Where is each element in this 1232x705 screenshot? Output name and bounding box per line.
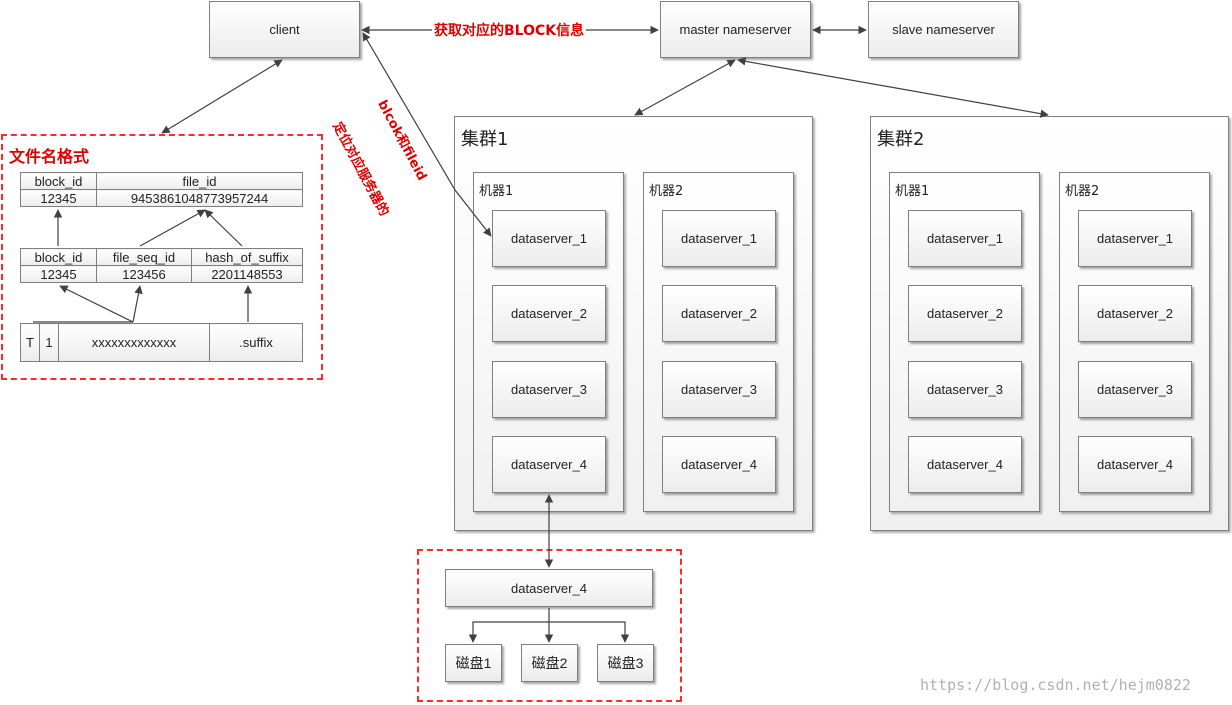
- c1m2-dataserver-4[interactable]: dataserver_4: [662, 436, 776, 493]
- value-block-id: 12345: [20, 189, 97, 207]
- filename-char-t: T: [20, 323, 40, 362]
- filename-body: xxxxxxxxxxxxx: [58, 323, 210, 362]
- c1m1-dataserver-4[interactable]: dataserver_4: [492, 436, 606, 493]
- header-block-id-2: block_id: [20, 248, 97, 266]
- value-hash-of-suffix: 2201148553: [191, 265, 303, 283]
- file-seq-table: block_id file_seq_id hash_of_suffix 1234…: [20, 248, 303, 283]
- client-dataserver-arrow: [362, 32, 492, 237]
- c2m1-dataserver-4[interactable]: dataserver_4: [908, 436, 1022, 493]
- cluster2-machine2-title: 机器2: [1065, 184, 1100, 199]
- filename-format-title: 文件名格式: [9, 147, 90, 166]
- slave-nameserver-node[interactable]: slave nameserver: [868, 1, 1019, 58]
- c2m2-dataserver-4[interactable]: dataserver_4: [1078, 436, 1192, 493]
- c1m1-dataserver-3[interactable]: dataserver_3: [492, 361, 606, 418]
- disk-2[interactable]: 磁盘2: [521, 644, 578, 682]
- value-file-id: 9453861048773957244: [96, 189, 303, 207]
- master-nameserver-node[interactable]: master nameserver: [660, 1, 811, 58]
- disk-1[interactable]: 磁盘1: [445, 644, 502, 682]
- filename-format-region: [1, 134, 323, 380]
- c2m1-dataserver-1[interactable]: dataserver_1: [908, 210, 1022, 267]
- slave-nameserver-label: slave nameserver: [892, 22, 995, 37]
- watermark: https://blog.csdn.net/hejm0822: [920, 676, 1191, 694]
- get-block-info-label: 获取对应的BLOCK信息: [432, 20, 587, 40]
- detail-dataserver-4[interactable]: dataserver_4: [445, 569, 653, 607]
- header-block-id: block_id: [20, 172, 97, 190]
- c2m2-dataserver-1[interactable]: dataserver_1: [1078, 210, 1192, 267]
- c1m2-dataserver-2[interactable]: dataserver_2: [662, 285, 776, 342]
- filename-string-table: T 1 xxxxxxxxxxxxx .suffix: [20, 323, 303, 362]
- c2m1-dataserver-2[interactable]: dataserver_2: [908, 285, 1022, 342]
- c1m1-dataserver-2[interactable]: dataserver_2: [492, 285, 606, 342]
- c1m2-dataserver-3[interactable]: dataserver_3: [662, 361, 776, 418]
- cluster2-title: 集群2: [877, 129, 925, 150]
- file-id-table: block_id file_id 12345 94538610487739572…: [20, 172, 303, 207]
- c2m2-dataserver-2[interactable]: dataserver_2: [1078, 285, 1192, 342]
- c2m2-dataserver-3[interactable]: dataserver_3: [1078, 361, 1192, 418]
- header-file-seq-id: file_seq_id: [96, 248, 192, 266]
- header-hash-of-suffix: hash_of_suffix: [191, 248, 303, 266]
- client-format-arrow: [161, 59, 283, 134]
- master-cluster1-arrow: [634, 59, 736, 116]
- cluster1-machine2-title: 机器2: [649, 184, 684, 199]
- client-node[interactable]: client: [209, 1, 360, 58]
- filename-char-1: 1: [39, 323, 59, 362]
- master-cluster2-arrow: [737, 57, 1049, 118]
- cluster2-machine1-title: 机器1: [895, 184, 930, 199]
- master-nameserver-label: master nameserver: [679, 22, 792, 37]
- c1m2-dataserver-1[interactable]: dataserver_1: [662, 210, 776, 267]
- disk-3[interactable]: 磁盘3: [597, 644, 654, 682]
- filename-suffix: .suffix: [209, 323, 303, 362]
- c1m1-dataserver-1[interactable]: dataserver_1: [492, 210, 606, 267]
- client-label: client: [269, 22, 300, 37]
- c2m1-dataserver-3[interactable]: dataserver_3: [908, 361, 1022, 418]
- value-block-id-2: 12345: [20, 265, 97, 283]
- header-file-id: file_id: [96, 172, 303, 190]
- value-file-seq-id: 123456: [96, 265, 192, 283]
